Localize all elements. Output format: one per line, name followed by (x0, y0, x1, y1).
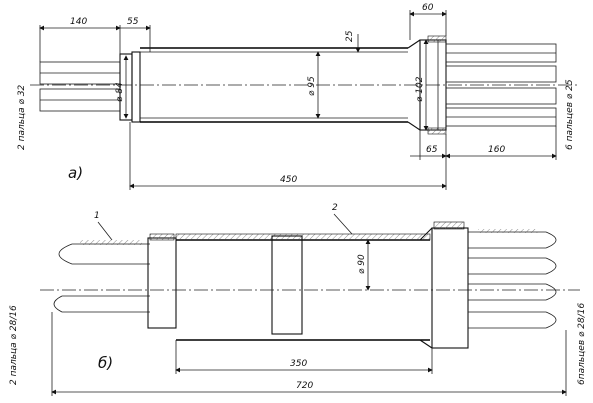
figure-a-dim-25: 25 (345, 30, 355, 42)
figure-b-left-note: 2 пальца ⌀ 28/16 (9, 305, 19, 385)
figure-a-dimensions (39, 10, 557, 190)
figure-b-right-note: 6пальцев ⌀ 28/16 (577, 303, 587, 386)
figure-a-right-pins (445, 43, 557, 127)
figure-a-dim-84: ⌀ 84 (115, 82, 125, 102)
figure-a-left-note: 2 пальца ⌀ 32 (17, 84, 27, 150)
figure-a-dim-95: ⌀ 95 (307, 76, 317, 96)
figure-b: 1 2 ⌀ 90 350 720 2 пальца ⌀ 28/16 6пальц… (9, 203, 587, 396)
figure-b-tube-body (40, 233, 580, 341)
figure-a-label: а) (68, 164, 83, 182)
figure-b-left-pins (53, 240, 150, 313)
figure-a: 140 55 60 25 ⌀ 95 ⌀ 102 ⌀ 84 65 160 450 … (17, 3, 580, 190)
figure-b-callouts (97, 213, 353, 241)
figure-b-right-flange (419, 221, 469, 349)
figure-a-right-note: 6 пальцев ⌀ 25 (565, 79, 575, 150)
figure-b-callout-2: 2 (332, 203, 338, 213)
figure-b-right-pins (468, 229, 557, 329)
figure-a-dim-160: 160 (488, 145, 505, 155)
figure-a-dim-65: 65 (426, 145, 438, 155)
figure-b-dimensions (51, 239, 567, 396)
figure-a-dim-60: 60 (422, 3, 434, 13)
figure-b-left-flange (147, 233, 177, 329)
figure-b-dim-90: ⌀ 90 (357, 254, 367, 274)
figure-a-tube-body (30, 47, 580, 123)
figure-a-dim-102: ⌀ 102 (415, 76, 425, 102)
figure-a-taper (407, 39, 421, 131)
figure-b-callout-1: 1 (94, 211, 100, 221)
figure-a-left-pins (39, 61, 121, 112)
figure-b-dim-720: 720 (296, 381, 313, 391)
figure-a-dim-450: 450 (280, 175, 297, 185)
figure-a-dim-55: 55 (127, 17, 139, 27)
figure-b-dim-350: 350 (290, 359, 307, 369)
figure-a-right-flange (419, 35, 447, 135)
figure-b-label: б) (98, 354, 113, 372)
figure-a-left-flange (119, 51, 141, 123)
figure-a-dim-140: 140 (70, 17, 87, 27)
